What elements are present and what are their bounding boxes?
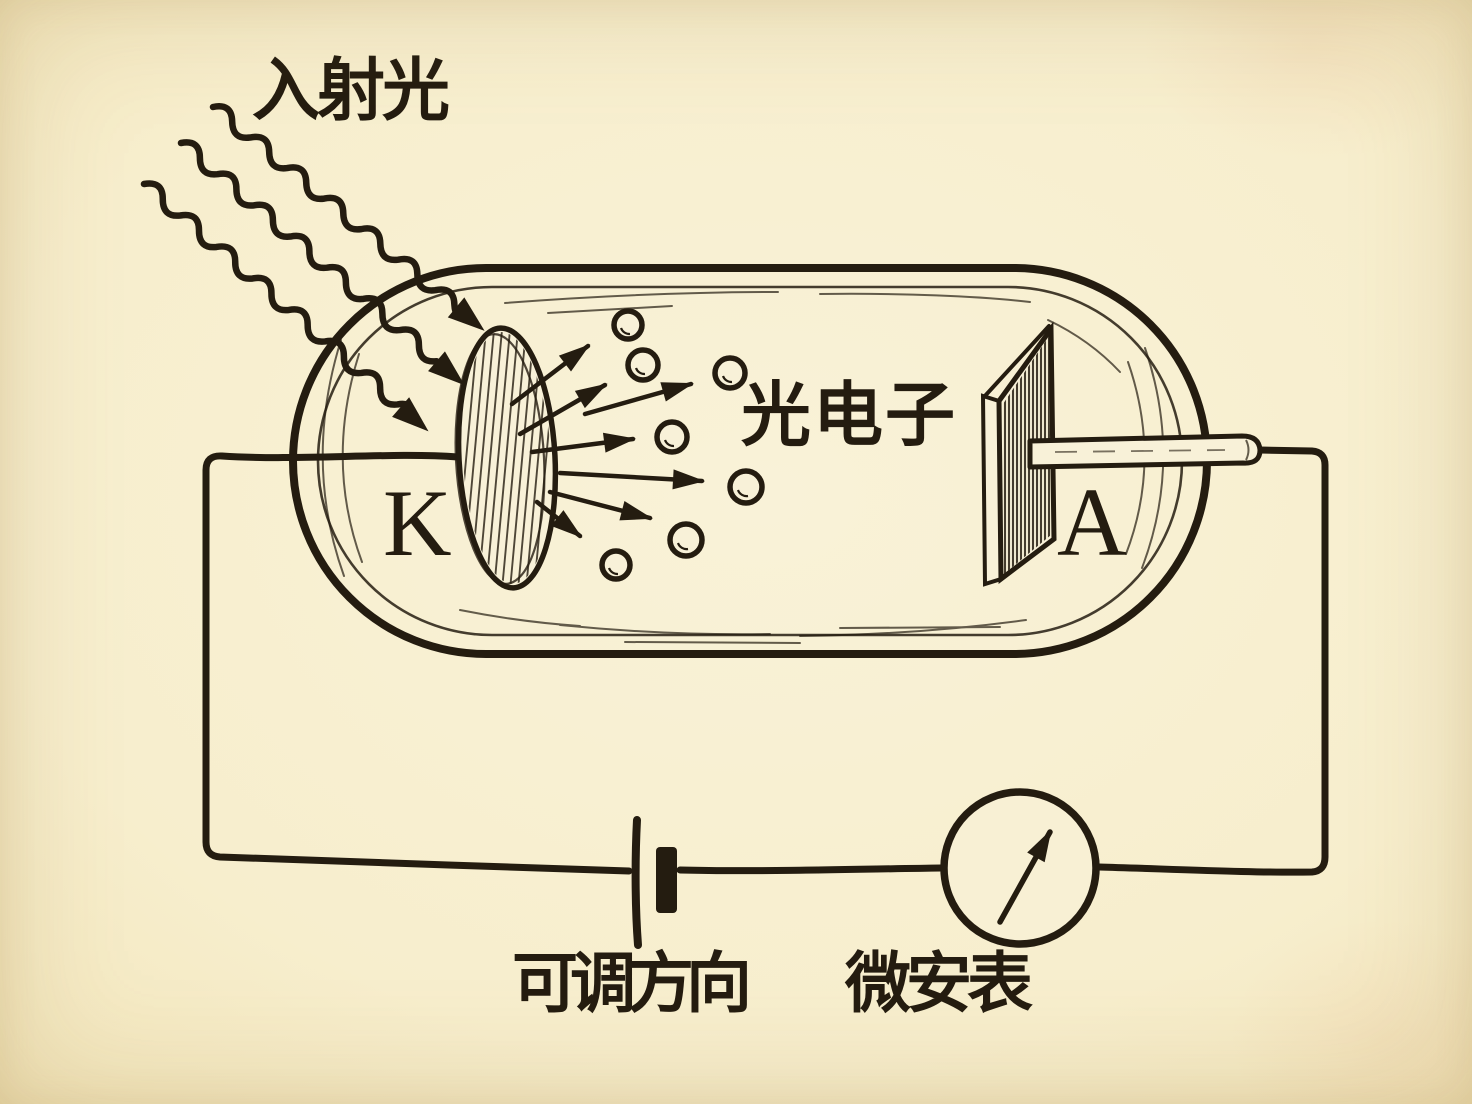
anode-rod <box>1027 433 1263 470</box>
anode-label: A <box>1057 469 1128 576</box>
anode-assembly <box>980 321 1263 587</box>
photoelectron <box>625 347 661 383</box>
wire-ammeter-to-anode <box>1095 446 1329 876</box>
light-ray-arrowhead-icon <box>392 397 429 432</box>
battery-label: 可调方向 <box>512 948 752 1021</box>
photoelectrons-label: 光电子 <box>741 378 957 455</box>
wire-battery-to-ammeter <box>676 864 945 875</box>
vacuum-tube <box>289 264 1211 658</box>
incident-light-label: 入射光 <box>252 53 450 129</box>
light-ray <box>209 103 485 331</box>
photoelectron-arrow <box>557 469 705 490</box>
cathode-assembly <box>454 325 559 591</box>
ammeter-dial <box>940 788 1100 948</box>
light-ray-arrowhead-icon <box>428 351 465 386</box>
cathode-label: K <box>383 470 452 576</box>
incident-light-rays <box>140 103 485 432</box>
photoelectron <box>712 355 748 391</box>
photoelectron-arrow <box>547 489 653 521</box>
anode-plate-top-edge <box>982 324 1051 399</box>
battery-plate-long <box>631 816 642 949</box>
light-ray-arrowhead-icon <box>447 297 485 331</box>
photoelectron-arrow <box>534 499 583 539</box>
ammeter-needle-icon <box>997 829 1053 925</box>
tube-outer-wall <box>289 264 1211 658</box>
photoelectron-arrow <box>517 382 608 437</box>
ammeter-symbol <box>940 788 1100 948</box>
tube-glass-shading <box>321 291 1165 644</box>
photoelectron-arrows <box>509 343 705 539</box>
photoelectron-arrow <box>529 432 636 455</box>
photoelectron <box>667 521 705 559</box>
battery-symbol <box>631 816 677 949</box>
battery-plate-short <box>656 847 677 913</box>
photoelectron-arrow <box>582 381 694 417</box>
photoelectron <box>599 548 633 582</box>
photoelectron-arrow <box>509 343 591 407</box>
photoelectron <box>654 419 690 455</box>
ammeter-label: 微安表 <box>845 948 1033 1021</box>
tube-inner-wall <box>316 285 1184 637</box>
photoelectrons <box>599 308 765 582</box>
light-ray <box>177 139 465 386</box>
photoelectron <box>727 468 765 506</box>
light-ray <box>140 180 429 432</box>
photoelectron <box>611 308 645 342</box>
